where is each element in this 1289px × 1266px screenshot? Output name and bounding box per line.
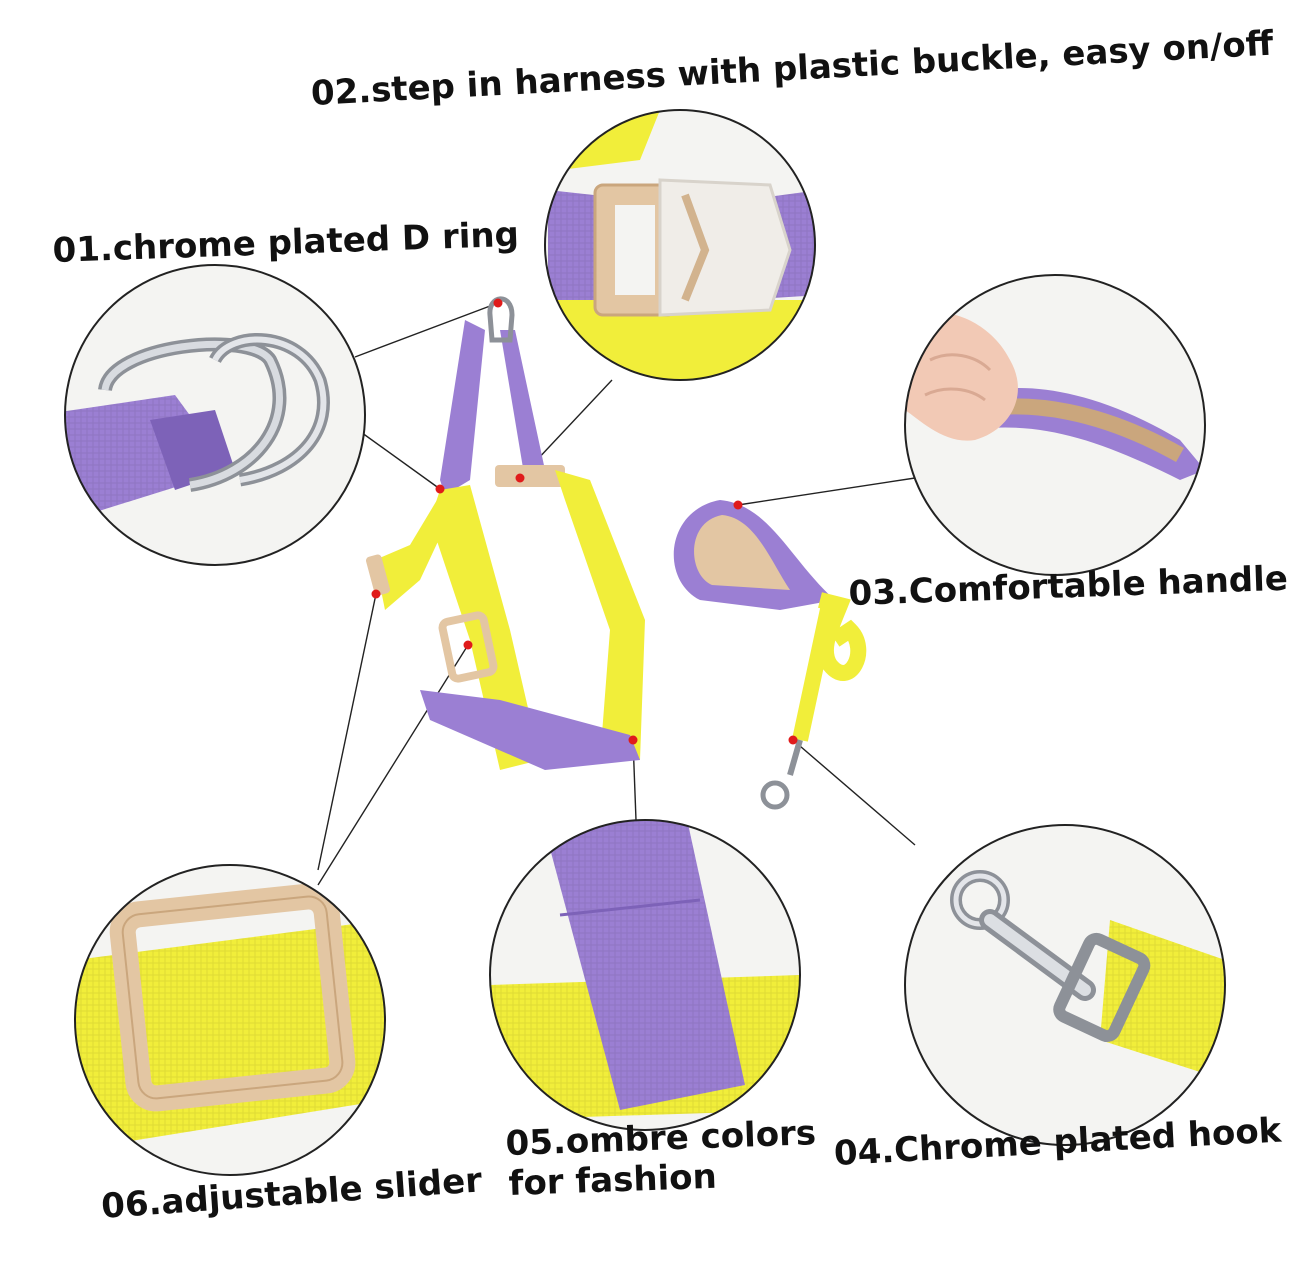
label-ombre-line2: for fashion [507,1156,718,1204]
marker-dots [371,298,798,745]
leash-illustration [673,500,867,810]
hook-detail-circle [904,824,1226,1146]
handle-detail-circle [904,274,1206,576]
ombre-detail-circle [489,819,801,1131]
buckle-detail-circle [544,109,816,381]
harness-illustration [365,296,645,770]
d-ring-detail-circle [64,264,366,566]
slider-detail-circle [74,864,386,1176]
